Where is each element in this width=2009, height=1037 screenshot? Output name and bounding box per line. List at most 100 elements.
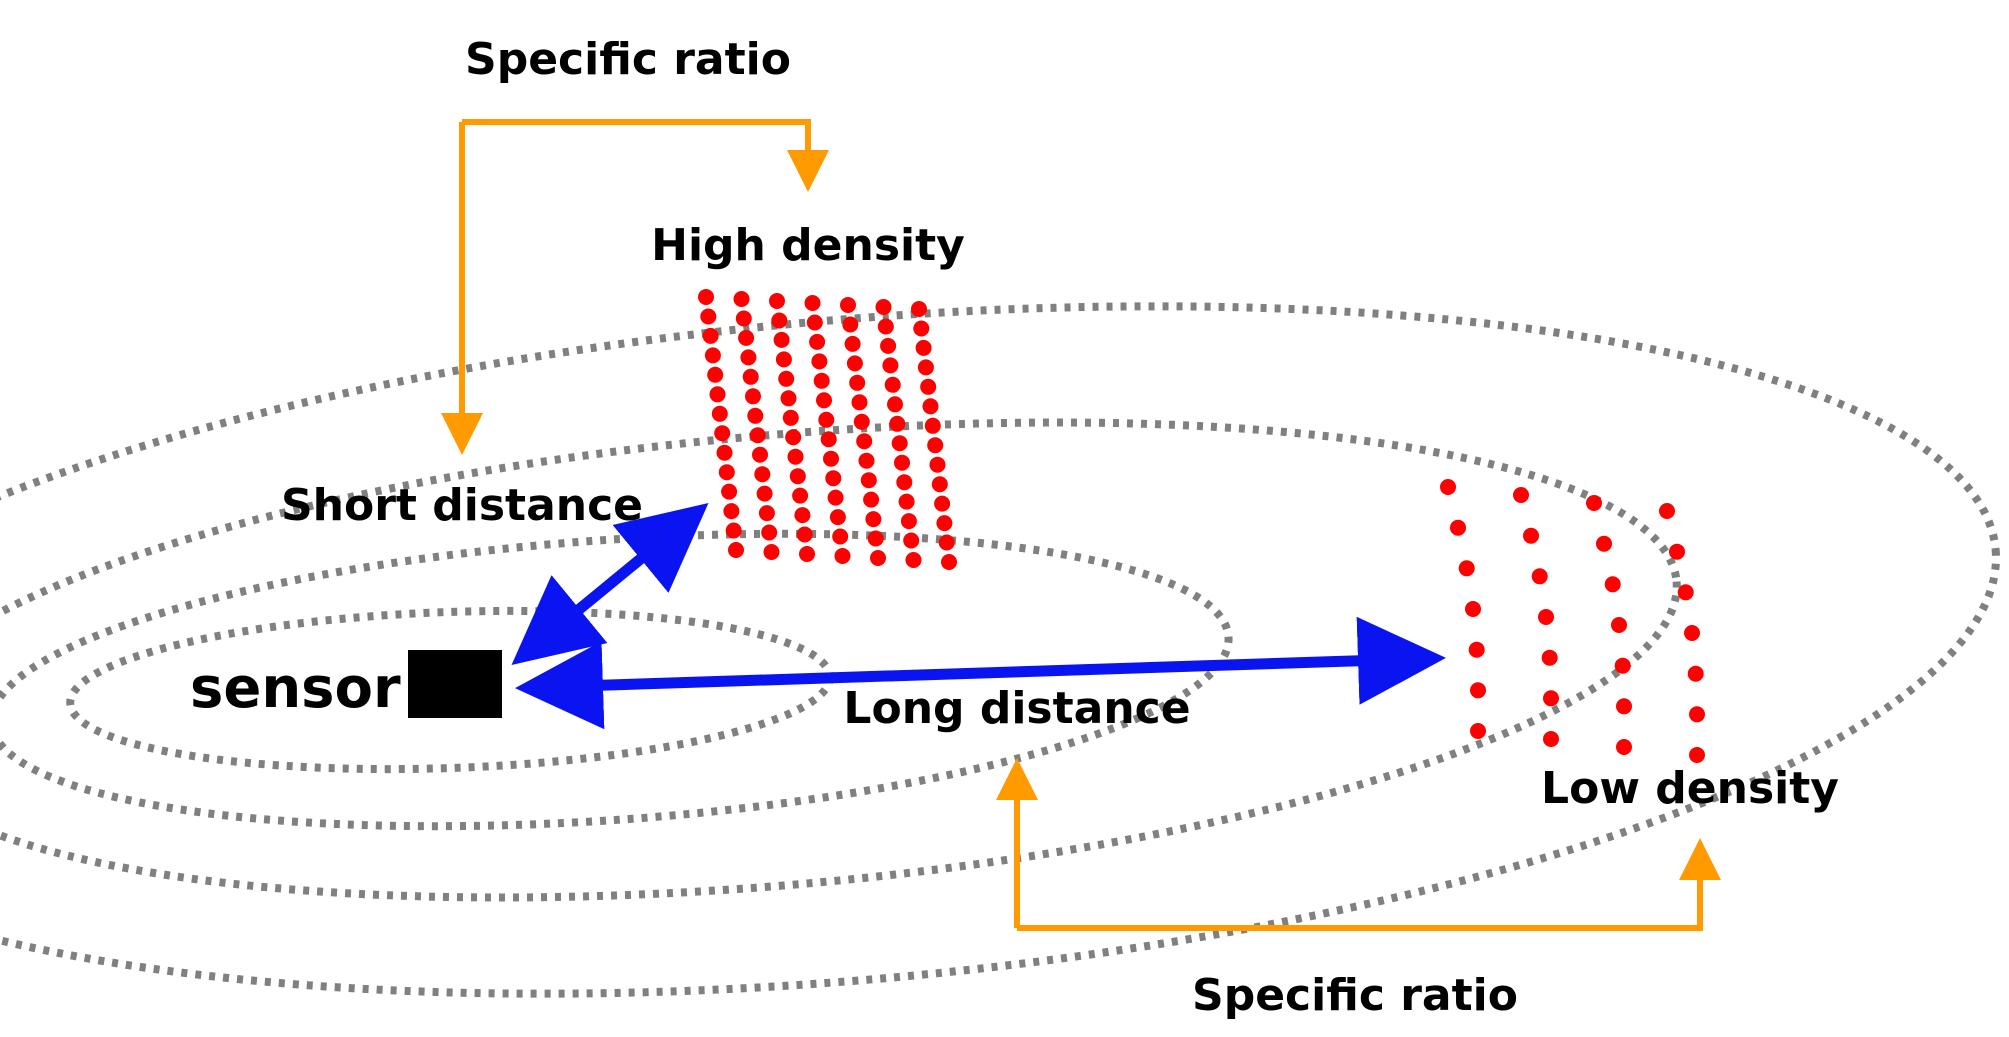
high-density-point: [733, 291, 750, 307]
high-density-point: [825, 470, 842, 487]
high-density-point: [718, 464, 735, 481]
high-density-point: [875, 299, 892, 315]
high-density-point: [816, 392, 832, 409]
high-density-point: [758, 505, 775, 522]
low-density-point: [1468, 641, 1485, 658]
high-density-point: [700, 308, 717, 325]
high-density-point: [929, 456, 946, 473]
high-density-point: [846, 355, 863, 372]
low-density-point: [1684, 625, 1700, 641]
high-density-point: [749, 427, 766, 444]
high-density-point: [716, 444, 733, 461]
high-density-point: [792, 487, 809, 504]
high-density-point: [863, 491, 880, 508]
high-density-point: [853, 413, 870, 430]
low-density-point: [1465, 601, 1481, 617]
high-density-point: [900, 513, 917, 530]
high-density-point: [809, 333, 826, 350]
high-density-point: [882, 357, 899, 374]
high-density-point: [834, 548, 851, 564]
high-density-point: [735, 310, 752, 327]
high-density-point: [742, 368, 759, 385]
high-density-point-grid: [698, 289, 957, 570]
long-distance-arrow: [515, 616, 1446, 730]
high-density-point: [707, 366, 724, 383]
sensor-label: sensor: [190, 656, 401, 721]
high-density-point: [813, 372, 830, 389]
high-density-point: [924, 417, 941, 434]
high-density-point: [880, 337, 897, 354]
high-density-point: [889, 415, 906, 432]
high-density-point: [811, 353, 828, 370]
high-density-point: [931, 476, 948, 493]
high-density-point: [887, 396, 903, 413]
high-density-point: [842, 316, 859, 333]
high-density-point: [903, 532, 920, 549]
low-density-point: [1659, 503, 1675, 519]
high-density-point: [799, 546, 815, 562]
high-density-point: [823, 450, 839, 467]
high-density-point: [738, 329, 755, 346]
high-density-point: [941, 554, 957, 570]
low-density-point: [1689, 706, 1705, 723]
top-specific-ratio-arrows: [441, 119, 829, 455]
high-density-point: [865, 511, 882, 528]
high-density-point: [754, 466, 771, 483]
high-density-point: [756, 485, 773, 502]
high-density-point: [778, 370, 795, 387]
high-density-point: [782, 409, 799, 426]
high-density-point: [745, 388, 761, 405]
high-density-point: [752, 446, 768, 463]
high-density-point: [858, 452, 875, 469]
high-density-point: [785, 429, 802, 446]
high-density-point: [740, 349, 757, 366]
low-density-point: [1669, 543, 1685, 560]
high-density-point: [794, 507, 811, 524]
low-density-point: [1440, 479, 1456, 495]
specific-ratio-top-label: Specific ratio: [465, 34, 791, 85]
high-density-point: [761, 524, 778, 541]
high-density-point: [709, 386, 726, 403]
low-density-point: [1543, 731, 1559, 747]
low-density-point: [1689, 747, 1705, 763]
high-density-point: [927, 437, 944, 454]
high-density-point: [832, 528, 849, 545]
low-density-point: [1538, 609, 1554, 625]
high-density-point: [917, 359, 934, 376]
high-density-point: [934, 495, 951, 512]
low-density-point: [1541, 649, 1558, 666]
low-density-label: Low density: [1541, 763, 1839, 814]
high-density-point: [829, 509, 846, 526]
high-density-point: [747, 407, 764, 424]
low-density-point: [1611, 617, 1627, 633]
high-density-point: [818, 411, 835, 428]
high-density-point: [725, 522, 742, 539]
high-density-point: [915, 339, 932, 356]
low-density-point: [1470, 682, 1486, 699]
high-density-point: [840, 297, 856, 313]
high-density-point: [698, 289, 714, 305]
high-density-point: [936, 515, 953, 532]
low-density-point: [1596, 535, 1612, 552]
high-density-point: [911, 301, 927, 317]
sensor-box: [408, 650, 502, 718]
low-density-point: [1450, 519, 1466, 536]
low-density-point: [1470, 723, 1486, 739]
high-density-point: [721, 483, 738, 500]
high-density-point: [884, 376, 901, 393]
high-density-point: [877, 318, 894, 335]
high-density-label: High density: [651, 220, 965, 271]
low-density-point-grid: [1440, 479, 1705, 763]
high-density-point: [771, 312, 788, 329]
high-density-point: [898, 493, 915, 510]
bottom-ratio-arrow-to-low-density: [1017, 838, 1721, 931]
high-density-point: [844, 335, 861, 352]
range-contour-4: [0, 302, 2000, 998]
high-density-point: [773, 331, 790, 348]
high-density-point: [804, 295, 821, 311]
low-density-point: [1458, 560, 1475, 577]
high-density-point: [763, 544, 780, 560]
low-density-point: [1614, 657, 1631, 674]
low-density-point: [1523, 527, 1539, 544]
